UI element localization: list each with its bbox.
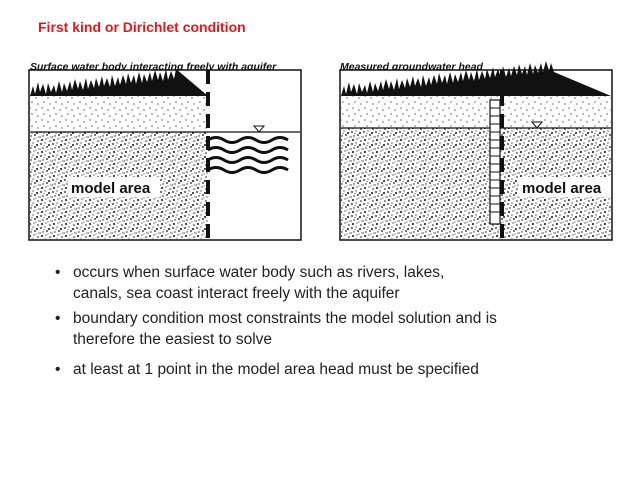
- bullet-text: canals, sea coast interact freely with t…: [73, 285, 400, 302]
- bullet-list: occurs when surface water body such as r…: [55, 262, 615, 380]
- bullet-item: occurs when surface water body such as r…: [55, 262, 615, 304]
- model-area-label-right: model area: [522, 180, 602, 197]
- bullet-text: therefore the easiest to solve: [73, 331, 273, 348]
- bullet-item: at least at 1 point in the model area he…: [55, 359, 615, 380]
- model-area-label-left: model area: [71, 180, 151, 197]
- bullet-text: occurs when surface water body such as r…: [73, 264, 445, 281]
- water-level-marker-icon: [252, 125, 266, 133]
- figure-left-surface-water: model area: [28, 69, 302, 241]
- bullet-text: at least at 1 point in the model area he…: [73, 361, 479, 378]
- observation-well: [489, 99, 501, 225]
- bullet-item: boundary condition most constraints the …: [55, 308, 615, 350]
- figure-right-measured-head: model area: [339, 61, 613, 241]
- grass-top: [341, 61, 611, 96]
- surface-water-body: [207, 136, 289, 174]
- water-level-marker-icon: [530, 121, 544, 129]
- slide-title: First kind or Dirichlet condition: [38, 19, 246, 35]
- grass-top: [30, 69, 208, 96]
- bullet-text: boundary condition most constraints the …: [73, 310, 497, 327]
